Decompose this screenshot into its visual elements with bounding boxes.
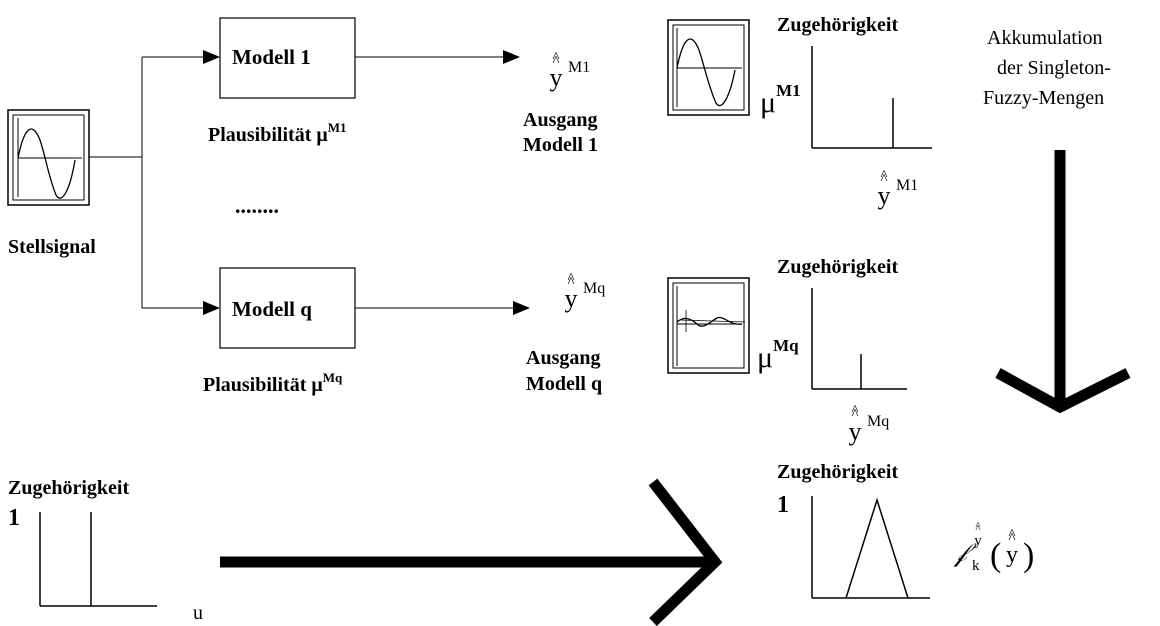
model-q-output-caption-1: Ausgang [526, 347, 600, 369]
svg-text:(: ( [990, 537, 1001, 574]
membership-q-axis-label: ^ ^ y Mq [849, 403, 890, 446]
svg-text:^: ^ [552, 54, 559, 70]
plausibility-1-label: Plausibilität μM1 [208, 120, 346, 146]
input-membership-axis-label: u [193, 602, 203, 624]
svg-text:y: y [849, 417, 862, 446]
svg-text:^: ^ [975, 520, 981, 532]
result-one: 1 [777, 492, 789, 518]
svg-text:y: y [550, 63, 563, 92]
model-q-output-arrow [513, 301, 530, 315]
membership-1-axis-label: ^ ^ y M1 [878, 168, 919, 210]
svg-text:y: y [878, 181, 891, 210]
model-1-output-arrow [503, 50, 520, 64]
membership-q-mu: μMq [757, 336, 799, 374]
svg-text:M1: M1 [896, 177, 918, 194]
svg-text:M1: M1 [568, 59, 590, 76]
svg-text:y: y [1006, 542, 1018, 568]
input-signal-scope [7, 109, 90, 206]
accumulation-down-arrow [995, 150, 1131, 414]
result-axes [811, 496, 930, 599]
svg-text:Mq: Mq [583, 280, 605, 297]
svg-text:^: ^ [851, 407, 858, 423]
plausibility-q-label: Plausibilität μMq [203, 370, 343, 396]
accumulation-line-3: Fuzzy-Mengen [983, 87, 1104, 109]
accumulation-line-1: Akkumulation [987, 27, 1103, 49]
model-1-output-caption-2: Modell 1 [523, 134, 598, 156]
model-1-output-caption-1: Ausgang [523, 109, 597, 131]
model-1-output-symbol: ^ ^ y M1 [550, 50, 591, 92]
model-q-output-symbol: ^ ^ y Mq [565, 271, 606, 313]
svg-text:): ) [1023, 537, 1034, 574]
model-q-label: Modell q [232, 297, 312, 321]
result-triangle [845, 497, 909, 599]
svg-text:^: ^ [567, 271, 574, 287]
svg-text:^: ^ [1008, 527, 1015, 543]
svg-text:Mq: Mq [867, 413, 889, 430]
output-scope-q [667, 277, 750, 374]
model-1-box [219, 17, 356, 99]
membership-1-axes [811, 46, 932, 149]
svg-text:^: ^ [1008, 531, 1015, 547]
accumulation-line-2: der Singleton- [997, 57, 1111, 79]
membership-1-title: Zugehörigkeit [777, 14, 898, 36]
svg-text:y: y [974, 533, 982, 549]
models-ellipsis: ........ [235, 193, 279, 218]
svg-text:^: ^ [851, 403, 858, 419]
svg-text:k: k [972, 558, 980, 574]
svg-text:^: ^ [567, 275, 574, 291]
membership-q-axes [811, 288, 907, 390]
result-title: Zugehörigkeit [777, 461, 898, 483]
model-q-output-caption-2: Modell q [526, 373, 602, 395]
input-caption: Stellsignal [8, 236, 96, 258]
big-right-arrow [220, 478, 723, 626]
input-membership-axes [39, 512, 157, 607]
model-1-label: Modell 1 [232, 45, 311, 69]
input-membership-one: 1 [8, 505, 20, 531]
model-q-box [219, 267, 356, 349]
membership-q-title: Zugehörigkeit [777, 256, 898, 278]
output-scope-1 [667, 19, 750, 116]
input-connectors [89, 50, 220, 315]
result-formula: 𝒻 k ^ ^ y ( ^ ^ y ) [953, 520, 1034, 574]
svg-text:^: ^ [880, 168, 887, 184]
svg-text:^: ^ [880, 172, 887, 188]
svg-text:y: y [565, 284, 578, 313]
svg-text:^: ^ [552, 50, 559, 66]
input-membership-title: Zugehörigkeit [8, 477, 129, 499]
membership-1-mu: μM1 [760, 81, 801, 119]
svg-text:^: ^ [975, 523, 981, 535]
